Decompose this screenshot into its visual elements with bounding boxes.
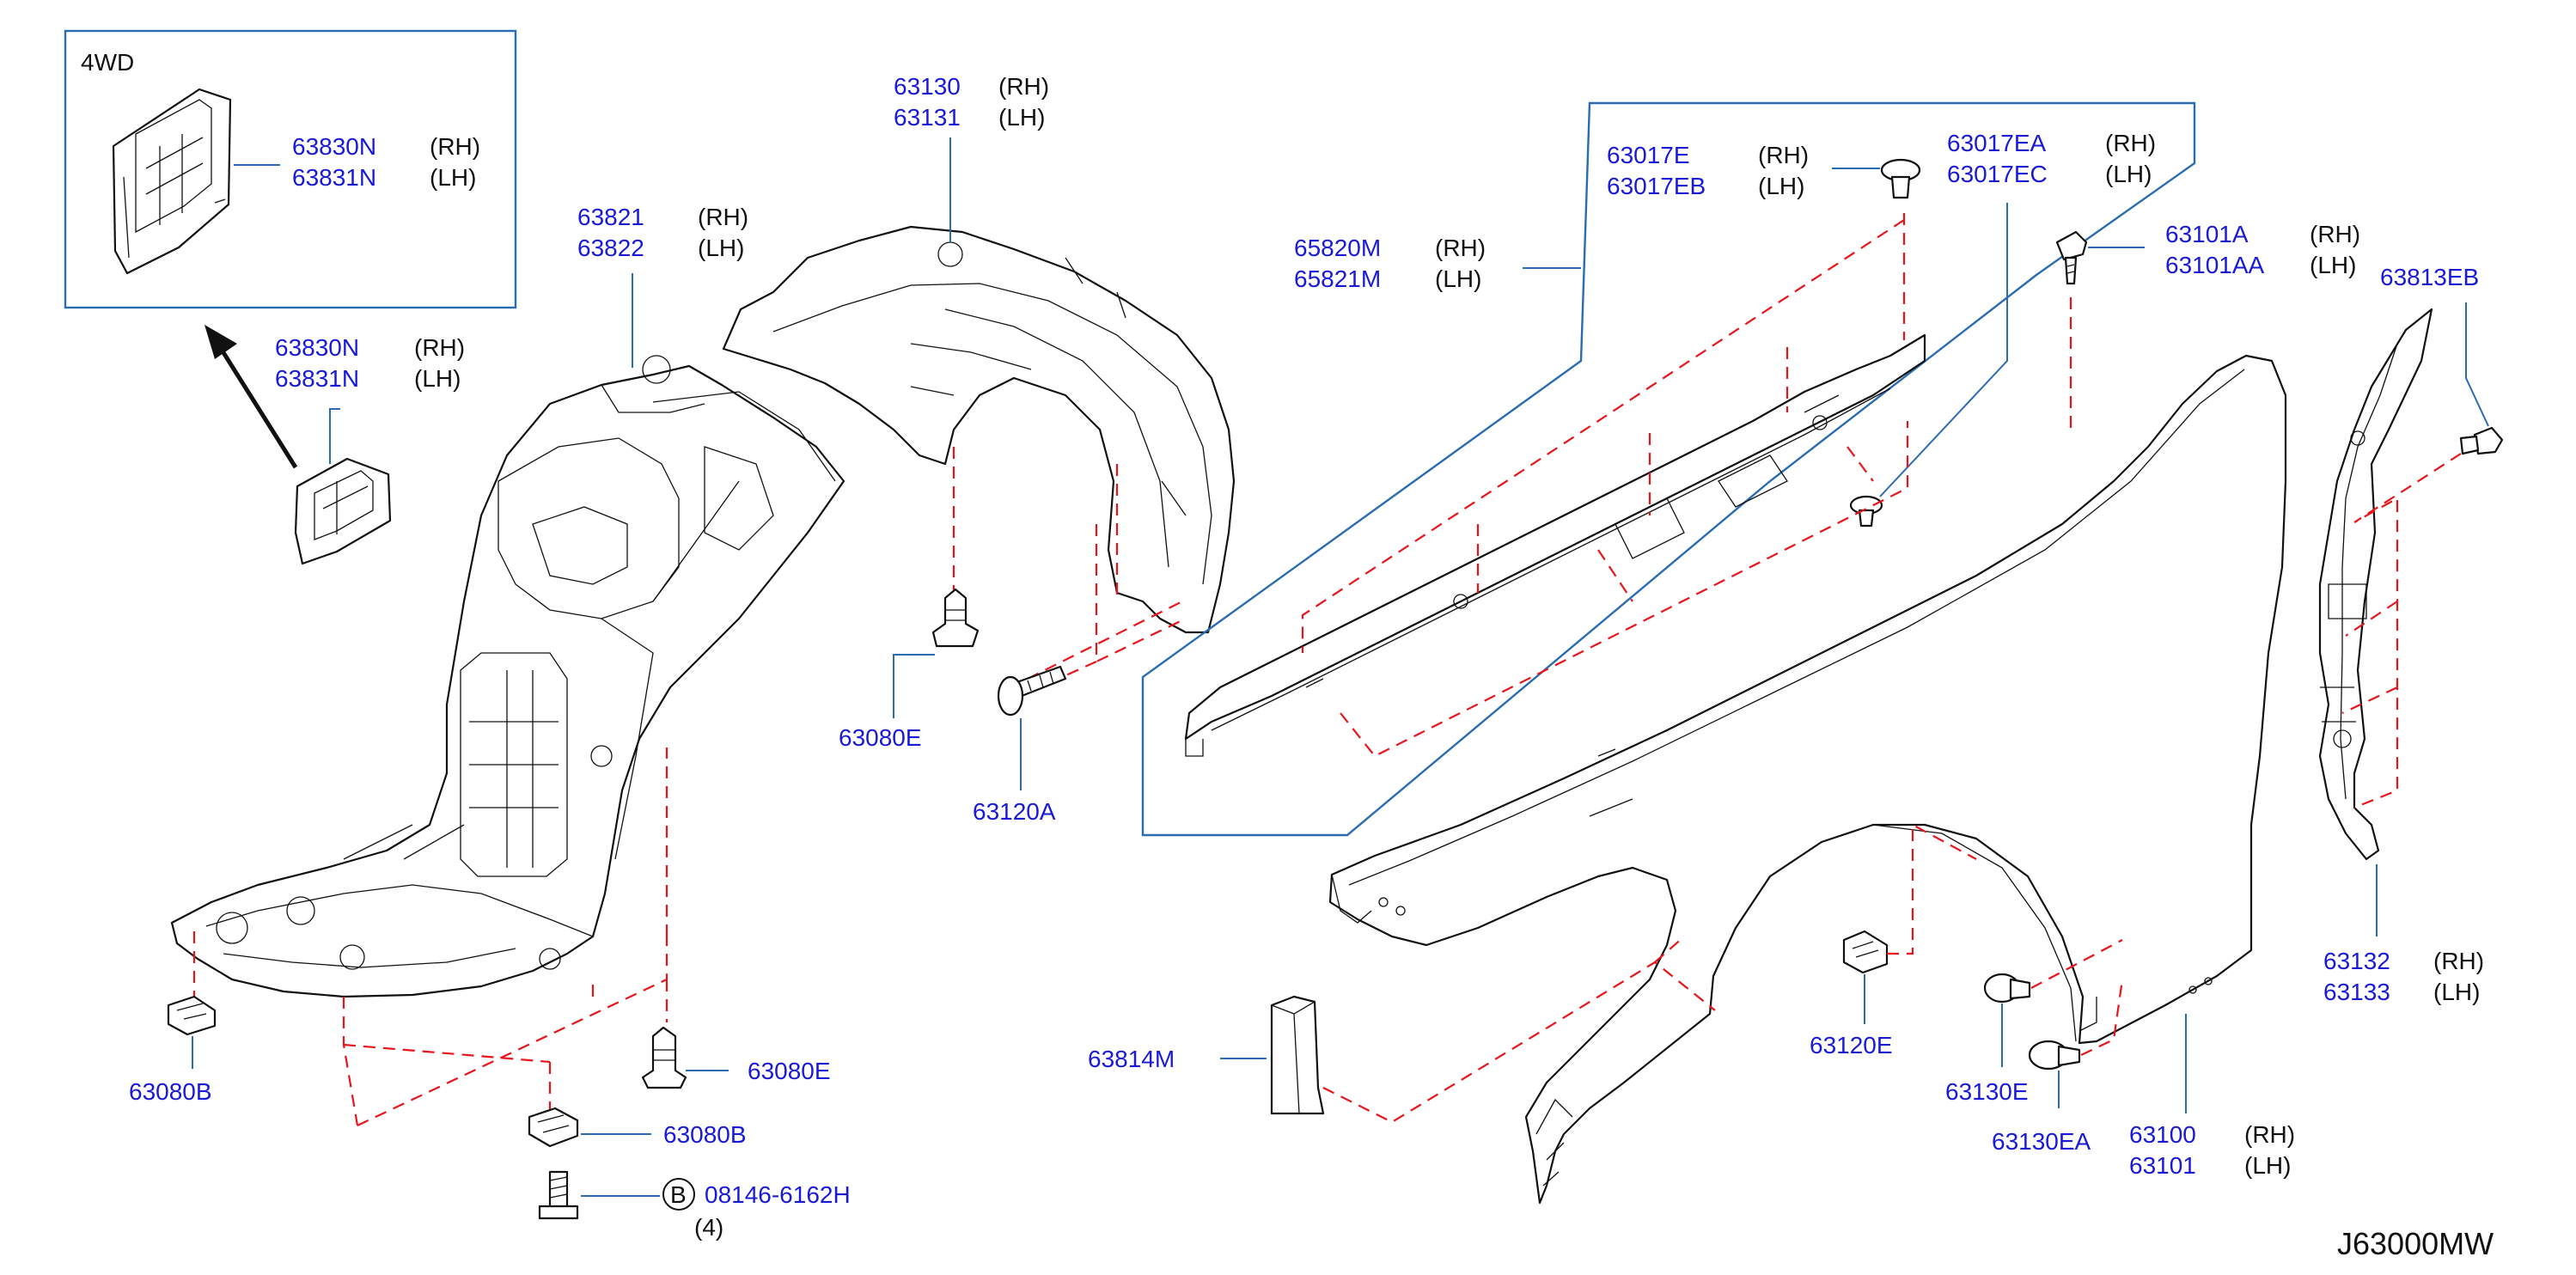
part-63831n[interactable]: 63831N xyxy=(275,365,359,392)
part-63120e[interactable]: 63120E xyxy=(1810,1032,1893,1058)
side-rh: (RH) xyxy=(2433,948,2484,974)
dashed-rail xyxy=(1301,213,1909,758)
leader-63813eb xyxy=(2465,302,2489,427)
part-63100[interactable]: 63100 xyxy=(2129,1121,2196,1148)
side-rh: (RH) xyxy=(1435,235,1486,261)
side-rh: (RH) xyxy=(698,204,748,230)
bracket-small xyxy=(294,457,392,565)
part-63813eb[interactable]: 63813EB xyxy=(2380,264,2479,290)
part-63120a[interactable]: 63120A xyxy=(973,798,1056,825)
inset-side-lh: (LH) xyxy=(430,164,476,191)
side-lh: (LH) xyxy=(2433,979,2480,1005)
side-rh: (RH) xyxy=(414,334,465,361)
clip-63130e xyxy=(1983,973,2031,1004)
leader-63080e-upper xyxy=(893,654,935,718)
inset-part-no-rh[interactable]: 63830N xyxy=(292,133,376,160)
part-63017eb[interactable]: 63017EB xyxy=(1607,173,1706,199)
part-63821[interactable]: 63821 xyxy=(577,204,644,230)
fender-protector-front xyxy=(170,355,845,998)
side-rh: (RH) xyxy=(2105,130,2156,156)
side-lh: (LH) xyxy=(2244,1152,2291,1179)
inset-4wd: 4WD 63830N 63831N (RH) (LH) xyxy=(64,29,517,309)
part-63133[interactable]: 63133 xyxy=(2323,979,2390,1005)
inset-frame xyxy=(64,29,517,309)
clip-63080b-left xyxy=(167,995,217,1036)
part-63080b-left[interactable]: 63080B xyxy=(129,1078,212,1105)
side-rh: (RH) xyxy=(1758,142,1809,168)
part-63830n[interactable]: 63830N xyxy=(275,334,359,361)
diagram-id: J63000MW xyxy=(2337,1226,2494,1261)
part-63017ea[interactable]: 63017EA xyxy=(1947,130,2047,156)
part-63080b-bottom[interactable]: 63080B xyxy=(663,1121,747,1148)
part-63822[interactable]: 63822 xyxy=(577,235,644,261)
part-63080e-lower[interactable]: 63080E xyxy=(748,1058,831,1084)
sealing-rail-frame xyxy=(1141,101,2196,837)
part-63130e[interactable]: 63130E xyxy=(1945,1078,2029,1105)
clip-63017e xyxy=(1880,158,1921,199)
leader-63017ea xyxy=(1879,203,2008,497)
dashed-rear-protector xyxy=(952,447,1187,689)
side-rh: (RH) xyxy=(2244,1121,2295,1148)
dashed-front-protector xyxy=(192,747,668,1126)
part-63101aa[interactable]: 63101AA xyxy=(2165,252,2265,278)
part-65820m[interactable]: 65820M xyxy=(1294,235,1381,261)
leader-63830 xyxy=(329,408,340,464)
side-lh: (LH) xyxy=(1435,265,1481,292)
front-fender xyxy=(1328,354,2287,1205)
bolt-qty: (4) xyxy=(694,1214,723,1241)
clip-63080e-upper xyxy=(931,588,980,648)
bolt-63101a xyxy=(2055,230,2088,285)
dashed-63120e xyxy=(1887,823,1977,955)
dashed-side-seal xyxy=(2341,453,2462,809)
inset-label: 4WD xyxy=(81,49,134,76)
side-lh: (LH) xyxy=(2310,252,2356,278)
part-65821m[interactable]: 65821M xyxy=(1294,265,1381,292)
fender-side-seal xyxy=(2318,308,2433,861)
clip-63017ea xyxy=(1849,495,1883,528)
side-lh: (LH) xyxy=(1758,173,1804,199)
clip-63080e-lower xyxy=(641,1026,687,1089)
inset-part-no-lh[interactable]: 63831N xyxy=(292,164,376,191)
side-lh: (LH) xyxy=(698,235,744,261)
arrow-to-inset xyxy=(204,325,298,469)
clip-63080b-bottom xyxy=(528,1107,579,1148)
part-63130ea[interactable]: 63130EA xyxy=(1992,1128,2091,1155)
part-63080e-upper[interactable]: 63080E xyxy=(839,724,922,751)
bolt-badge-circle xyxy=(662,1178,695,1211)
side-lh: (LH) xyxy=(414,365,461,392)
part-08146-6162h[interactable]: 08146-6162H xyxy=(705,1181,851,1208)
part-63130[interactable]: 63130 xyxy=(894,73,961,100)
part-63017ec[interactable]: 63017EC xyxy=(1947,161,2048,187)
fender-protector-rear xyxy=(722,225,1236,634)
inset-side-rh: (RH) xyxy=(430,133,480,160)
dashed-63814m xyxy=(1322,936,1716,1124)
part-63131[interactable]: 63131 xyxy=(894,104,961,131)
part-63814m[interactable]: 63814M xyxy=(1088,1046,1175,1072)
side-rh: (RH) xyxy=(998,73,1049,100)
screw-63120a xyxy=(997,665,1067,717)
clip-63813eb xyxy=(2459,426,2504,455)
bolt-08146 xyxy=(538,1170,579,1220)
inset-bracket-drawing xyxy=(112,88,232,275)
hood-sealing-rail xyxy=(1184,333,1926,757)
side-rh: (RH) xyxy=(2310,221,2360,247)
part-63132[interactable]: 63132 xyxy=(2323,948,2390,974)
side-lh: (LH) xyxy=(998,104,1045,131)
pad-63814m xyxy=(1270,995,1325,1115)
part-63101[interactable]: 63101 xyxy=(2129,1152,2196,1179)
part-63101a[interactable]: 63101A xyxy=(2165,221,2249,247)
clip-63120e xyxy=(1842,930,1889,974)
side-lh: (LH) xyxy=(2105,161,2152,187)
part-63017e[interactable]: 63017E xyxy=(1607,142,1690,168)
bolt-badge: B xyxy=(670,1181,687,1208)
dashed-63130e xyxy=(2030,939,2123,989)
clip-63130ea xyxy=(2028,1040,2081,1071)
